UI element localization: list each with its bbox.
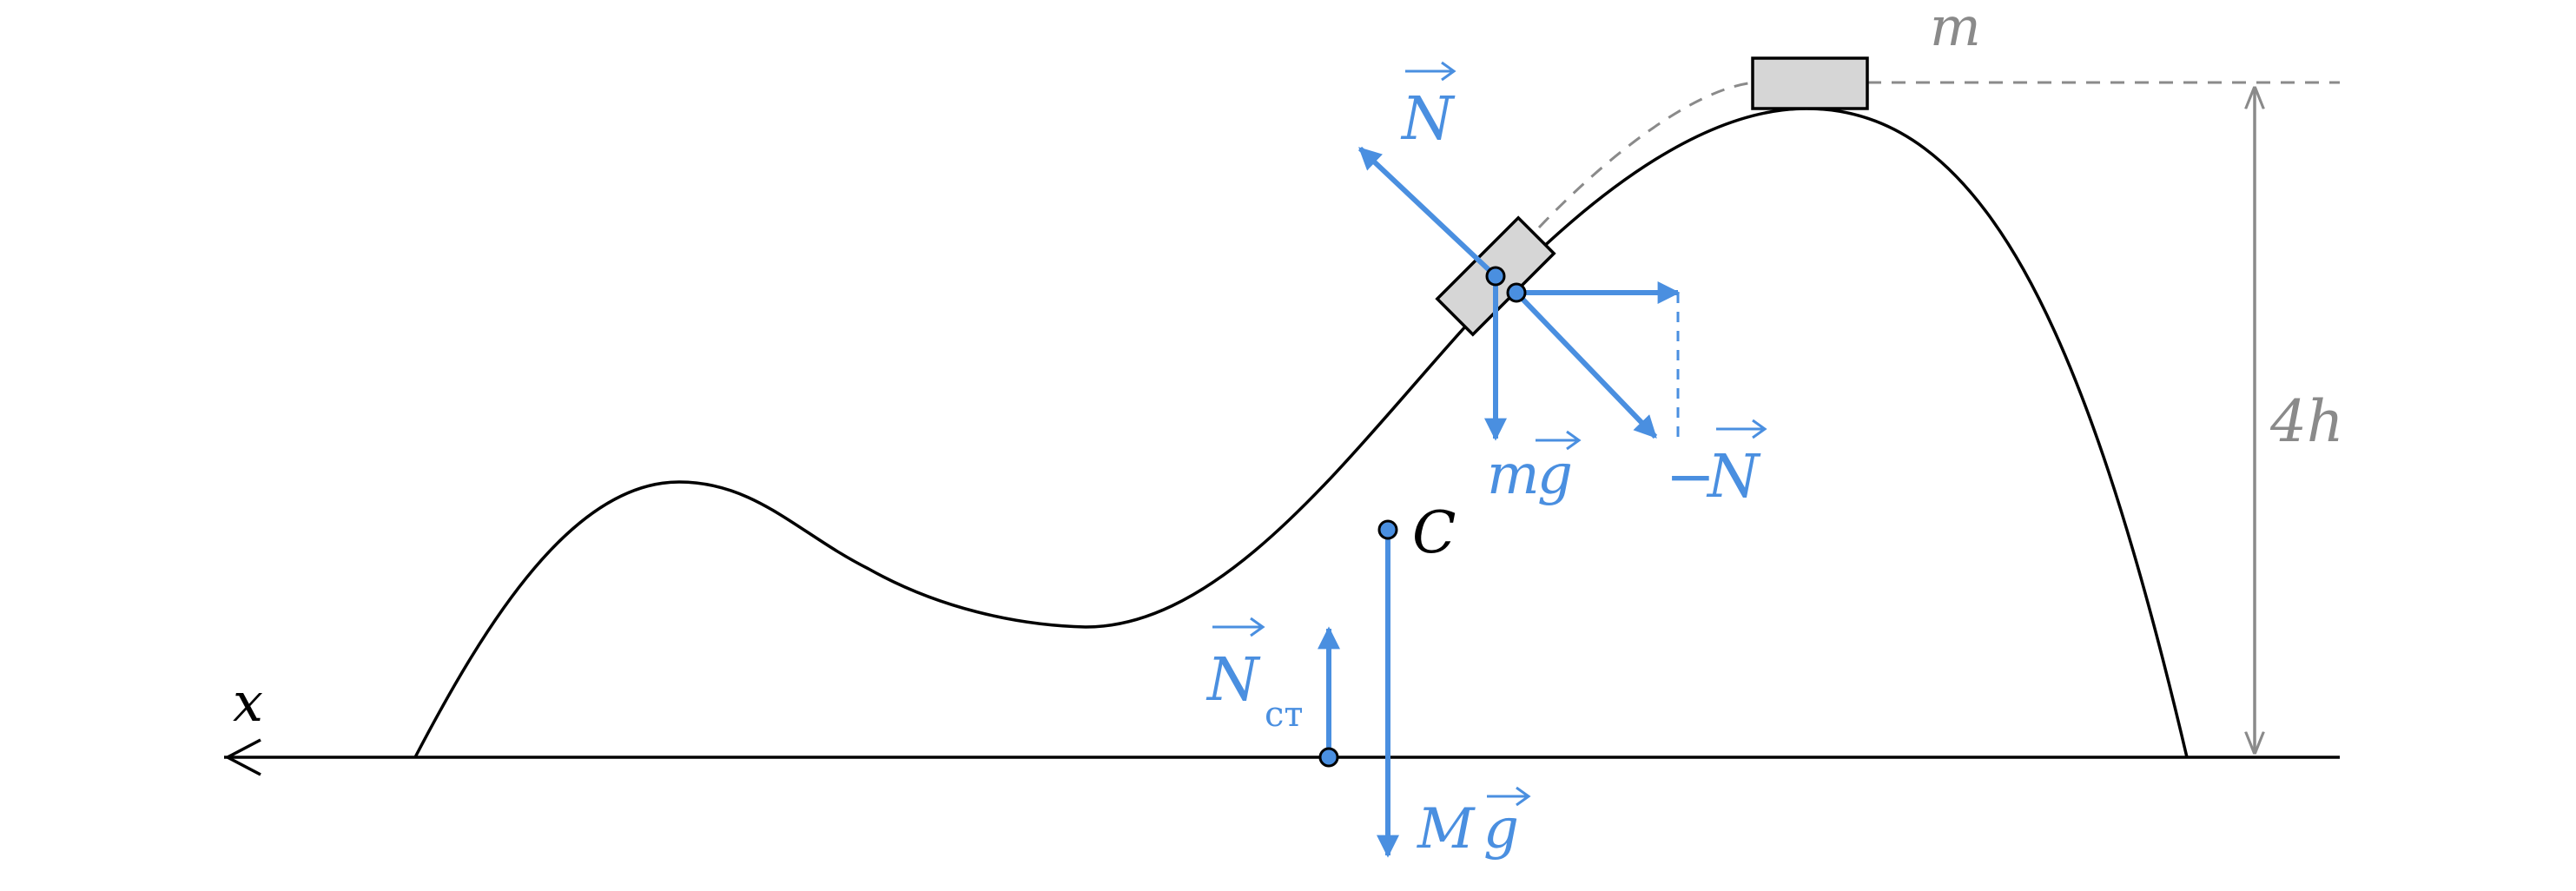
overbar-small-g: [1536, 430, 1582, 451]
small-gravity-g: g: [1537, 443, 1573, 507]
wall-normal-label: N: [1205, 646, 1261, 715]
overbar-normal: [1405, 61, 1456, 82]
normal-force-arrow: [1357, 146, 1498, 279]
normal-force-label: N: [1400, 85, 1456, 154]
block-top: [1751, 56, 1869, 110]
center-of-mass-label: C: [1412, 499, 1456, 566]
big-gravity-M: M: [1417, 797, 1476, 861]
neg-normal-label: N: [1706, 443, 1761, 512]
small-mass-label: m: [1930, 0, 1981, 58]
vector-overbars: [1212, 61, 1767, 807]
x-axis-arrowhead: [224, 738, 261, 776]
block-trajectory: [1537, 78, 1868, 229]
x-axis-label: x: [233, 670, 263, 734]
center-of-mass-point: [1377, 519, 1398, 540]
overbar-big-g: [1487, 786, 1531, 807]
hill-surface: [413, 107, 2189, 758]
overbar-neg-normal: [1716, 419, 1767, 439]
neg-normal-arrow: [1514, 290, 1658, 439]
contact-point-a: [1485, 266, 1506, 287]
big-gravity-g: g: [1483, 797, 1519, 861]
small-gravity-m: m: [1487, 443, 1540, 507]
height-label: 4h: [2269, 388, 2344, 455]
contact-point-b: [1506, 282, 1527, 303]
overbar-wall-normal: [1212, 617, 1265, 637]
wall-normal-subscript: ст: [1265, 695, 1304, 735]
neg-normal-sign: −: [1666, 443, 1715, 512]
wall-contact-point: [1318, 747, 1339, 768]
